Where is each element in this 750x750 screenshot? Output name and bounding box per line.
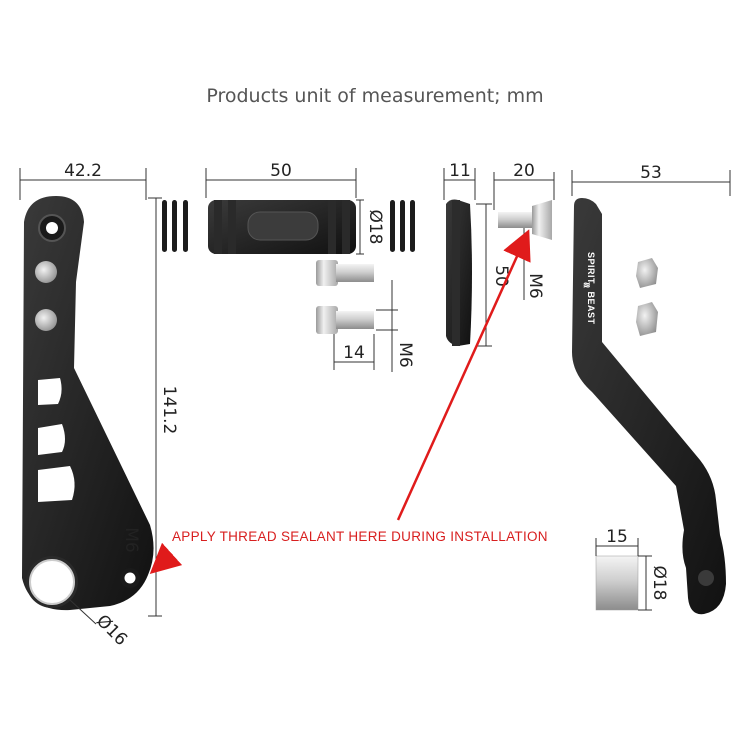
arm-slot [38, 466, 75, 502]
mount-plate [446, 199, 472, 346]
lever-dimensions: 53 [571, 163, 731, 196]
bolt-upper [316, 260, 374, 286]
sealant-arrow-screw [396, 229, 531, 521]
spacer-dimensions: 15 Ø18 [595, 527, 669, 611]
arm-bolt-head [35, 309, 57, 331]
brand-mark-icon: ≋ [583, 280, 591, 290]
spacer-bushing [595, 555, 639, 611]
arm-slot [38, 424, 65, 455]
sealant-annotation: APPLY THREAD SEALANT HERE DURING INSTALL… [149, 229, 548, 575]
dim-peg-dia: Ø18 [365, 209, 385, 244]
arm-bolt-head [35, 261, 57, 283]
bolt-lower [316, 306, 374, 334]
lock-nut-lower [636, 302, 658, 336]
arm-top-hole-center [46, 222, 58, 234]
dim-arm-width: 42.2 [64, 161, 102, 181]
sealant-note: APPLY THREAD SEALANT HERE DURING INSTALL… [172, 529, 548, 544]
peg-assembly [162, 200, 415, 254]
shift-lever: SPIRIT ≋ BEAST [572, 198, 726, 615]
dim-bolt-thread: M6 [395, 342, 415, 367]
dim-arm-bore: Ø16 [92, 611, 131, 650]
dim-plate-thickness: 11 [449, 161, 471, 181]
dim-screw-length: 20 [513, 161, 535, 181]
bolt-dimensions: 14 M6 [333, 280, 415, 372]
brand-line1: SPIRIT [586, 252, 596, 284]
dim-arm-m6: M6 [121, 527, 141, 552]
peg-dimensions: 50 Ø18 [205, 161, 385, 255]
dim-arm-height: 141.2 [159, 386, 179, 435]
arm-m6-hole [124, 572, 136, 584]
dim-peg-length: 50 [270, 161, 292, 181]
brand-line2: BEAST [586, 291, 596, 324]
dim-screw-thread: M6 [525, 273, 545, 298]
o-ring-set-left [162, 200, 188, 252]
o-ring-set-right [390, 200, 415, 252]
sealant-arrow-left [149, 542, 183, 575]
page-title: Products unit of measurement; mm [206, 85, 543, 107]
dim-spacer-dia: Ø18 [649, 565, 669, 600]
peg-body [208, 200, 356, 254]
arm-bracket [22, 196, 154, 611]
screw-dimensions: 20 M6 [493, 161, 555, 300]
countersunk-screw [498, 200, 552, 240]
lock-nut-upper [636, 258, 658, 288]
dim-spacer-length: 15 [606, 527, 628, 547]
arm-bore [29, 559, 75, 605]
dim-bolt-length: 14 [343, 343, 365, 363]
dim-lever-width: 53 [640, 163, 662, 183]
arm-slot [38, 378, 62, 405]
